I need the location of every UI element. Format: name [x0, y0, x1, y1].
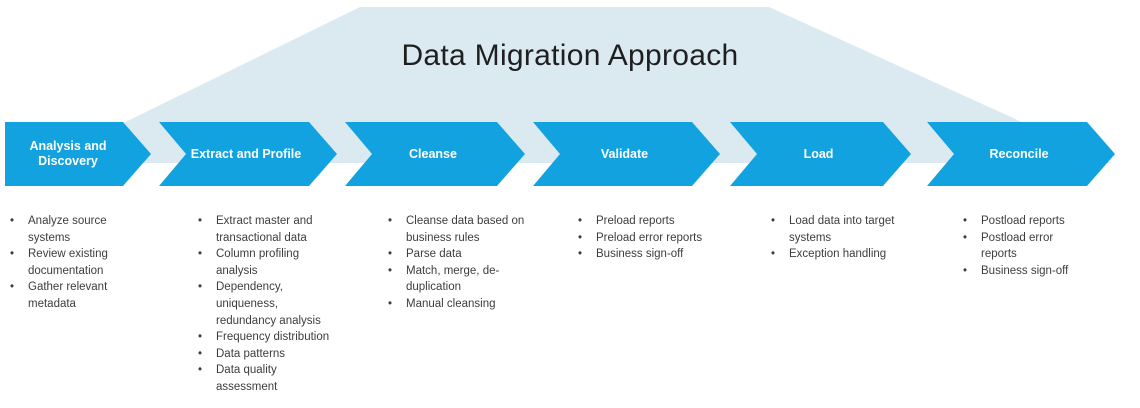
bullet-item: Data patterns — [195, 346, 338, 363]
stage-label: Validate — [600, 146, 649, 161]
bullet-item: Postload error reports — [960, 230, 1085, 263]
bullet-item: Data quality assessment — [195, 362, 338, 395]
bullet-item: Extract master and transactional data — [195, 213, 338, 246]
stage-chevron-cleanse: Cleanse — [345, 122, 525, 186]
bullet-item: Postload reports — [960, 213, 1085, 230]
bullet-item: Column profiling analysis — [195, 246, 338, 279]
bullet-item: Manual cleansing — [385, 296, 526, 313]
bullet-item: Business sign-off — [960, 263, 1085, 280]
stage-label: Reconcile — [989, 146, 1049, 161]
stage-bullets-validate: Preload reportsPreload error reportsBusi… — [575, 213, 724, 263]
bullet-item: Match, merge, de-duplication — [385, 263, 526, 296]
bullet-item: Exception handling — [768, 246, 914, 263]
bullet-item: Frequency distribution — [195, 329, 338, 346]
stage-label: Load — [803, 146, 834, 161]
bullet-item: Parse data — [385, 246, 526, 263]
stage-bullets-cleanse: Cleanse data based on business rulesPars… — [385, 213, 526, 313]
stage-bullets-load: Load data into target systemsException h… — [768, 213, 914, 263]
stage-chevron-load: Load — [730, 122, 911, 186]
stage-label: Cleanse — [409, 146, 457, 161]
bullet-item: Analyze source systems — [7, 213, 135, 246]
diagram-title: Data Migration Approach — [401, 39, 739, 72]
stage-label: Extract and Profile — [190, 146, 302, 161]
stage-chevron-validate: Validate — [533, 122, 720, 186]
bullet-item: Business sign-off — [575, 246, 724, 263]
stage-chevron-analysis-and-discovery: Analysis and Discovery — [5, 122, 151, 186]
stage-chevron-extract-and-profile: Extract and Profile — [159, 122, 337, 186]
stage-bullets-extract-and-profile: Extract master and transactional dataCol… — [195, 213, 338, 396]
bullet-item: Review existing documentation — [7, 246, 135, 279]
stage-bullets-analysis-and-discovery: Analyze source systemsReview existing do… — [7, 213, 135, 313]
bullet-item: Gather relevant metadata — [7, 279, 135, 312]
stage-label: Analysis and Discovery — [29, 139, 107, 168]
stage-bullets-reconcile: Postload reportsPostload error reportsBu… — [960, 213, 1085, 279]
bullet-item: Preload error reports — [575, 230, 724, 247]
stage-chevron-reconcile: Reconcile — [927, 122, 1115, 186]
bullet-item: Cleanse data based on business rules — [385, 213, 526, 246]
bullet-item: Load data into target systems — [768, 213, 914, 246]
bullet-item: Dependency, uniqueness, redundancy analy… — [195, 279, 338, 329]
bullet-item: Preload reports — [575, 213, 724, 230]
